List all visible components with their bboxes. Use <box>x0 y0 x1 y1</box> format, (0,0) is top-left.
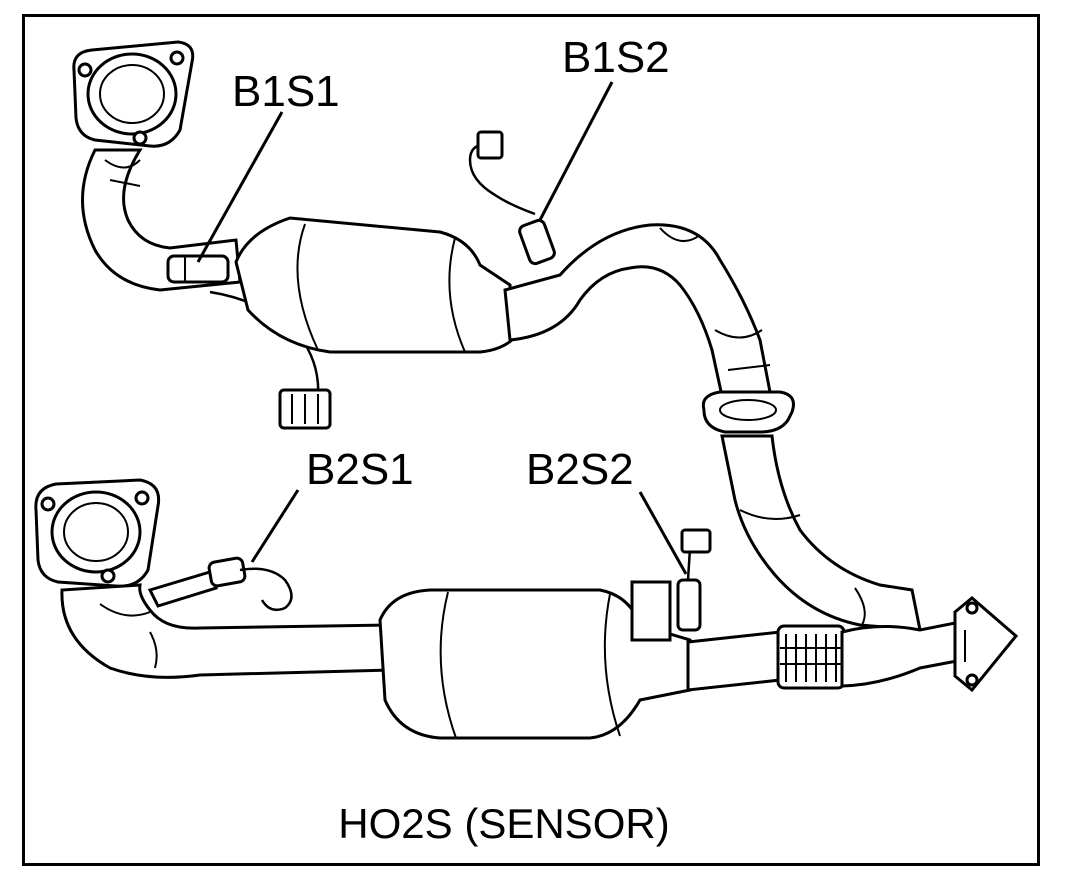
bank1-manifold-flange <box>72 40 195 148</box>
pipe-flange-joint <box>701 390 795 434</box>
diagram-caption: HO2S (SENSOR) <box>338 800 669 847</box>
crossover-pipe <box>720 434 922 632</box>
b1s2-connector <box>476 130 504 160</box>
bank1-intermediate-pipe <box>503 223 772 398</box>
bank2-rear-pipe <box>686 630 782 692</box>
b1s2-wire <box>468 143 536 216</box>
bank2-elbow-pipe <box>60 583 394 679</box>
b2s1-leader-line <box>250 489 300 563</box>
outlet-flange <box>953 596 1019 693</box>
bank2-catalytic-converter <box>378 588 692 740</box>
b2s2-leader-line <box>638 491 688 575</box>
bank2-exhaust-assembly <box>34 478 1019 740</box>
b2s1-label: B2S1 <box>306 445 414 494</box>
b2s2-connector <box>680 528 712 554</box>
flex-joint <box>776 624 846 690</box>
b1s2-leader-line <box>538 81 614 221</box>
b2s2-label: B2S2 <box>526 445 634 494</box>
b2s2-heat-shield <box>630 580 672 642</box>
b1s1-sensor <box>166 254 230 284</box>
bank1-exhaust-assembly <box>72 40 922 632</box>
b1s1-leader-line <box>196 111 284 263</box>
b2s1-sensor <box>147 556 247 608</box>
bank2-manifold-flange <box>34 478 161 588</box>
y-pipe-merge <box>840 620 964 688</box>
b2s1-wire <box>239 567 293 611</box>
b1s2-label: B1S2 <box>562 33 670 82</box>
b1s1-label: B1S1 <box>232 67 340 116</box>
b2s2-sensor <box>676 578 702 632</box>
b1s2-sensor <box>518 218 556 266</box>
bank1-catalytic-converter <box>234 216 514 354</box>
